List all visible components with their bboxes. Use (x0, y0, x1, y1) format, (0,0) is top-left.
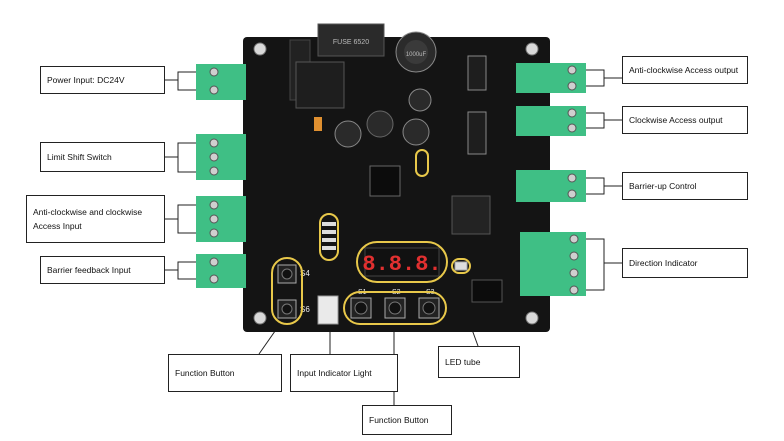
led-tube-text: LED tube (445, 357, 481, 367)
input-indicator-text: Input Indicator Light (297, 368, 372, 378)
fuse-marking: FUSE 6520 (333, 39, 369, 46)
function-button-bottom-text: Function Button (369, 415, 429, 425)
label-anticlockwise-output: Anti-clockwise Access output (622, 56, 748, 84)
input-indicator-leds (322, 222, 336, 250)
highlight-rings (271, 149, 471, 325)
barrier-feedback-text: Barrier feedback Input (47, 265, 131, 275)
power-input-text: Power Input: DC24V (47, 75, 125, 85)
led-display-digits: 8.8.8. (362, 252, 441, 277)
label-power-input: Power Input: DC24V (40, 66, 165, 94)
label-clockwise-output: Clockwise Access output (622, 106, 748, 134)
label-direction-indicator: Direction Indicator (622, 248, 748, 278)
led-indicator (454, 261, 468, 271)
label-function-button-left: Function Button (168, 354, 282, 392)
access-input-line1: Anti-clockwise and clockwise (33, 207, 143, 217)
silk-label-s6: S6 (300, 305, 310, 314)
mounting-holes (253, 42, 539, 325)
label-function-button-bottom: Function Button (362, 405, 452, 435)
pcb-components (289, 23, 503, 325)
anticlockwise-output-text: Anti-clockwise Access output (629, 65, 739, 75)
left-terminal-blocks (196, 64, 246, 288)
silk-label-s4: S4 (300, 269, 310, 278)
label-access-input: Anti-clockwise and clockwise Access Inpu… (26, 195, 165, 243)
access-input-line2: Access Input (33, 221, 82, 231)
label-limit-shift-switch: Limit Shift Switch (40, 142, 165, 172)
label-led-tube: LED tube (438, 346, 520, 378)
function-button-left-text: Function Button (175, 368, 235, 378)
barrier-up-text: Barrier-up Control (629, 181, 697, 191)
pcb-buttons (277, 264, 440, 319)
led-display (364, 247, 440, 277)
limit-shift-text: Limit Shift Switch (47, 152, 112, 162)
direction-indicator-text: Direction Indicator (629, 258, 698, 268)
right-terminal-blocks (516, 63, 586, 296)
label-barrier-up-control: Barrier-up Control (622, 172, 748, 200)
capacitor-marking: 1000uF (406, 52, 427, 58)
label-barrier-feedback: Barrier feedback Input (40, 256, 165, 284)
label-input-indicator-light: Input Indicator Light (290, 354, 398, 392)
clockwise-output-text: Clockwise Access output (629, 115, 723, 125)
